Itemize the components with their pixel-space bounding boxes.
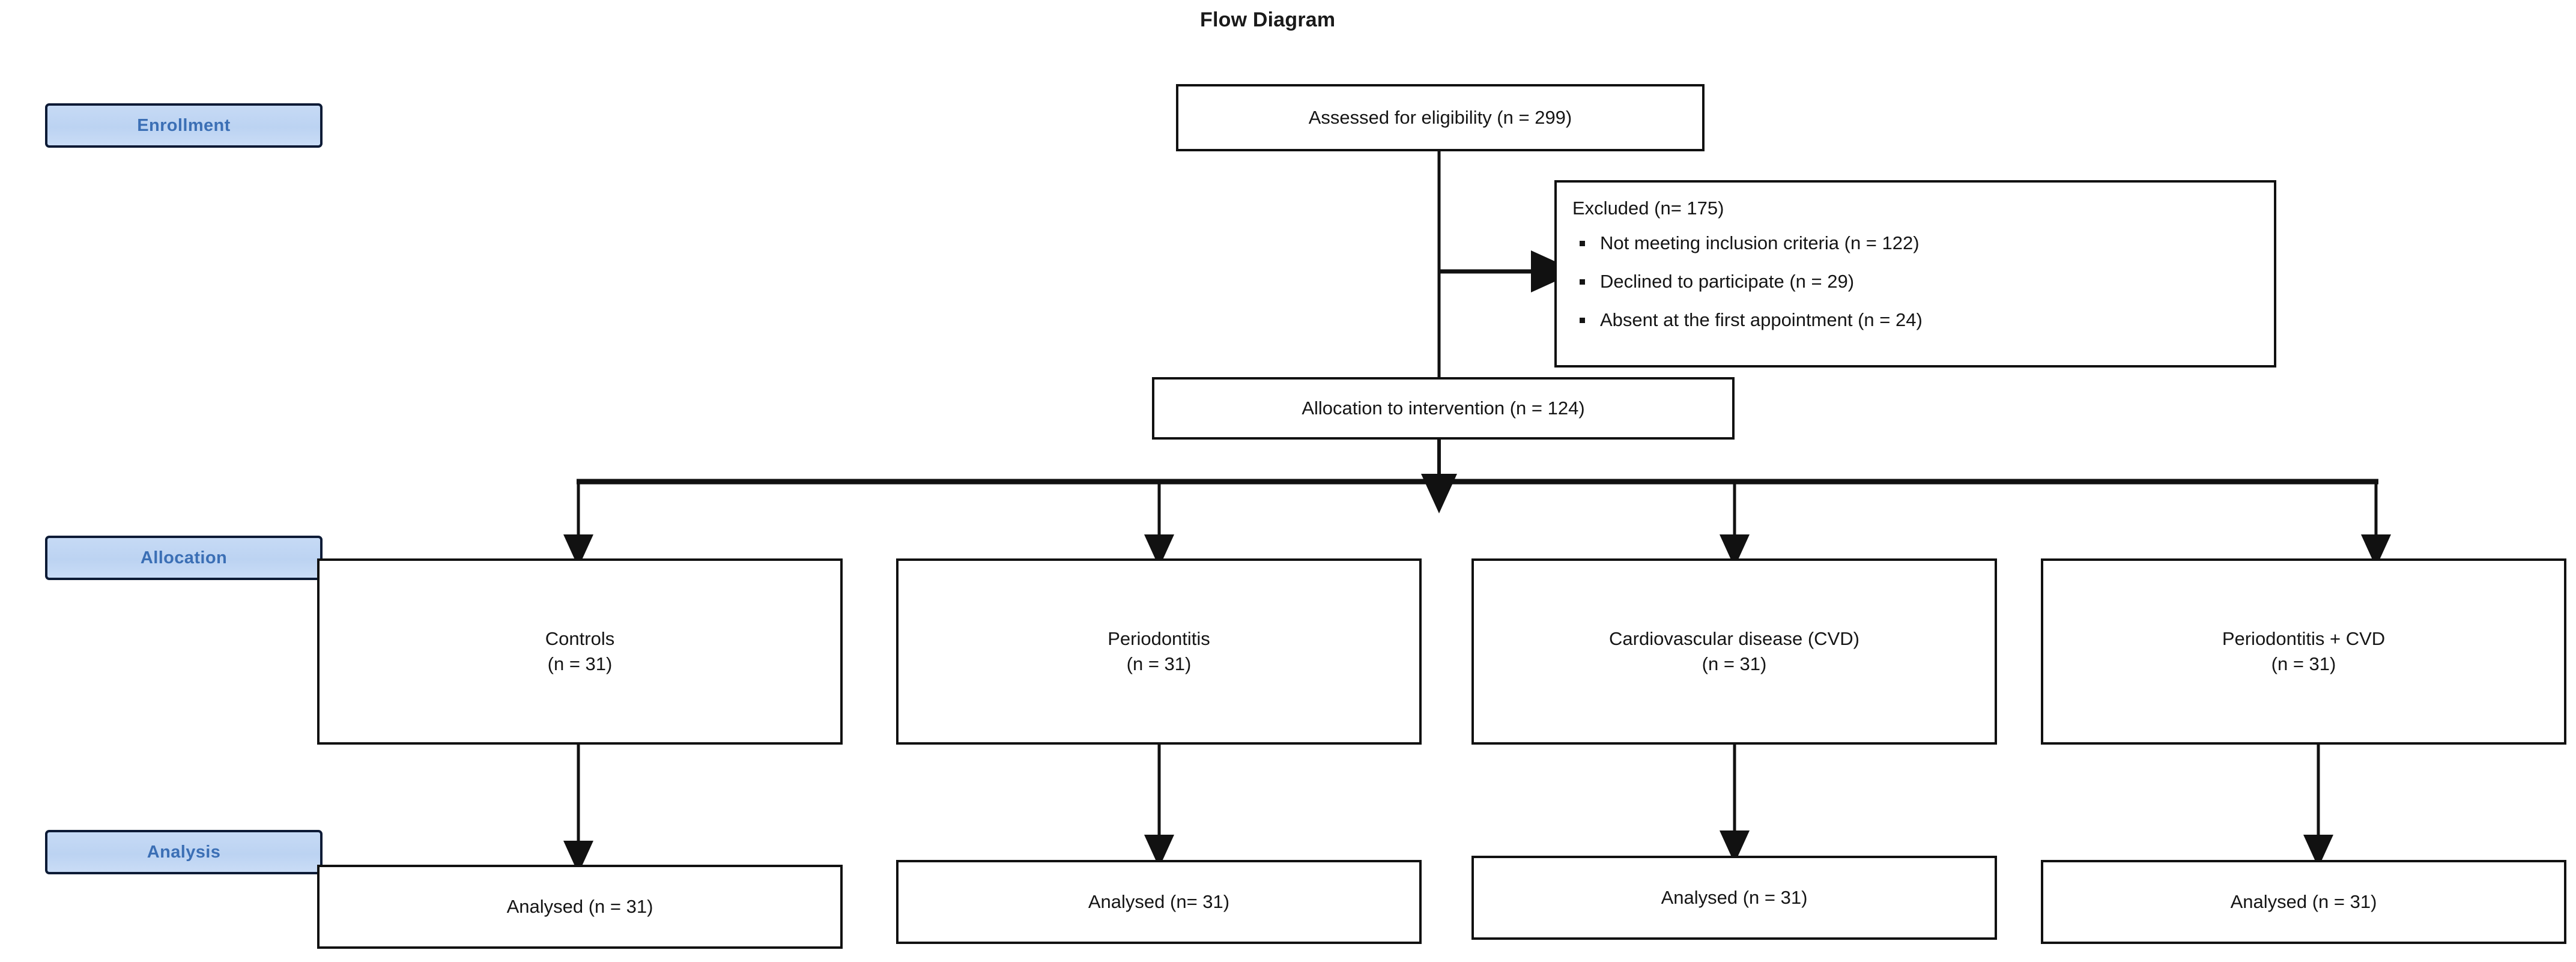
stage-label-analysis: Analysis — [45, 830, 323, 874]
analysed-text: Analysed (n = 31) — [2230, 891, 2377, 913]
excluded-reason-list: Not meeting inclusion criteria (n = 122)… — [1572, 231, 2258, 333]
stage-label-enrollment: Enrollment — [45, 103, 323, 148]
node-analysed-periodontitis: Analysed (n= 31) — [896, 860, 1422, 944]
excluded-heading: Excluded (n= 175) — [1572, 198, 1724, 219]
bullet-icon — [1580, 240, 1585, 246]
diagram-title: Flow Diagram — [1200, 8, 1336, 31]
node-group-periodontitis-cvd: Periodontitis + CVD (n = 31) — [2041, 558, 2566, 745]
node-assessed-for-eligibility: Assessed for eligibility (n = 299) — [1176, 84, 1705, 151]
bullet-icon — [1580, 317, 1585, 323]
group-name: Periodontitis + CVD — [2222, 628, 2386, 650]
group-count: (n = 31) — [2271, 653, 2336, 674]
group-count: (n = 31) — [1126, 653, 1192, 674]
node-excluded: Excluded (n= 175) Not meeting inclusion … — [1554, 180, 2276, 368]
node-group-periodontitis: Periodontitis (n = 31) — [896, 558, 1422, 745]
analysed-text: Analysed (n= 31) — [1088, 891, 1230, 913]
assessed-text: Assessed for eligibility (n = 299) — [1308, 107, 1572, 129]
excluded-reason-item: Declined to participate (n = 29) — [1572, 269, 2258, 294]
allocation-text: Allocation to intervention (n = 124) — [1302, 398, 1585, 419]
group-count: (n = 31) — [547, 653, 613, 674]
analysed-text: Analysed (n = 31) — [1661, 887, 1808, 909]
excluded-reason-item: Absent at the first appointment (n = 24) — [1572, 307, 2258, 333]
node-analysed-periodontitis-cvd: Analysed (n = 31) — [2041, 860, 2566, 944]
node-group-cvd: Cardiovascular disease (CVD) (n = 31) — [1471, 558, 1997, 745]
excluded-reason-item: Not meeting inclusion criteria (n = 122) — [1572, 231, 2258, 256]
node-allocation-to-intervention: Allocation to intervention (n = 124) — [1152, 377, 1735, 440]
bullet-icon — [1580, 279, 1585, 285]
node-group-controls: Controls (n = 31) — [317, 558, 843, 745]
excluded-reason-label: Absent at the first appointment (n = 24) — [1600, 309, 1923, 330]
excluded-reason-label: Not meeting inclusion criteria (n = 122) — [1600, 232, 1920, 253]
group-name: Controls — [545, 628, 615, 650]
stage-label-allocation: Allocation — [45, 536, 323, 580]
group-name: Cardiovascular disease (CVD) — [1609, 628, 1859, 650]
group-name: Periodontitis — [1108, 628, 1210, 650]
group-count: (n = 31) — [1702, 653, 1767, 674]
node-analysed-cvd: Analysed (n = 31) — [1471, 856, 1997, 940]
node-analysed-controls: Analysed (n = 31) — [317, 865, 843, 949]
analysed-text: Analysed (n = 31) — [506, 896, 653, 918]
connector-allocation-to-bar — [577, 438, 2378, 513]
excluded-reason-label: Declined to participate (n = 29) — [1600, 270, 1855, 292]
